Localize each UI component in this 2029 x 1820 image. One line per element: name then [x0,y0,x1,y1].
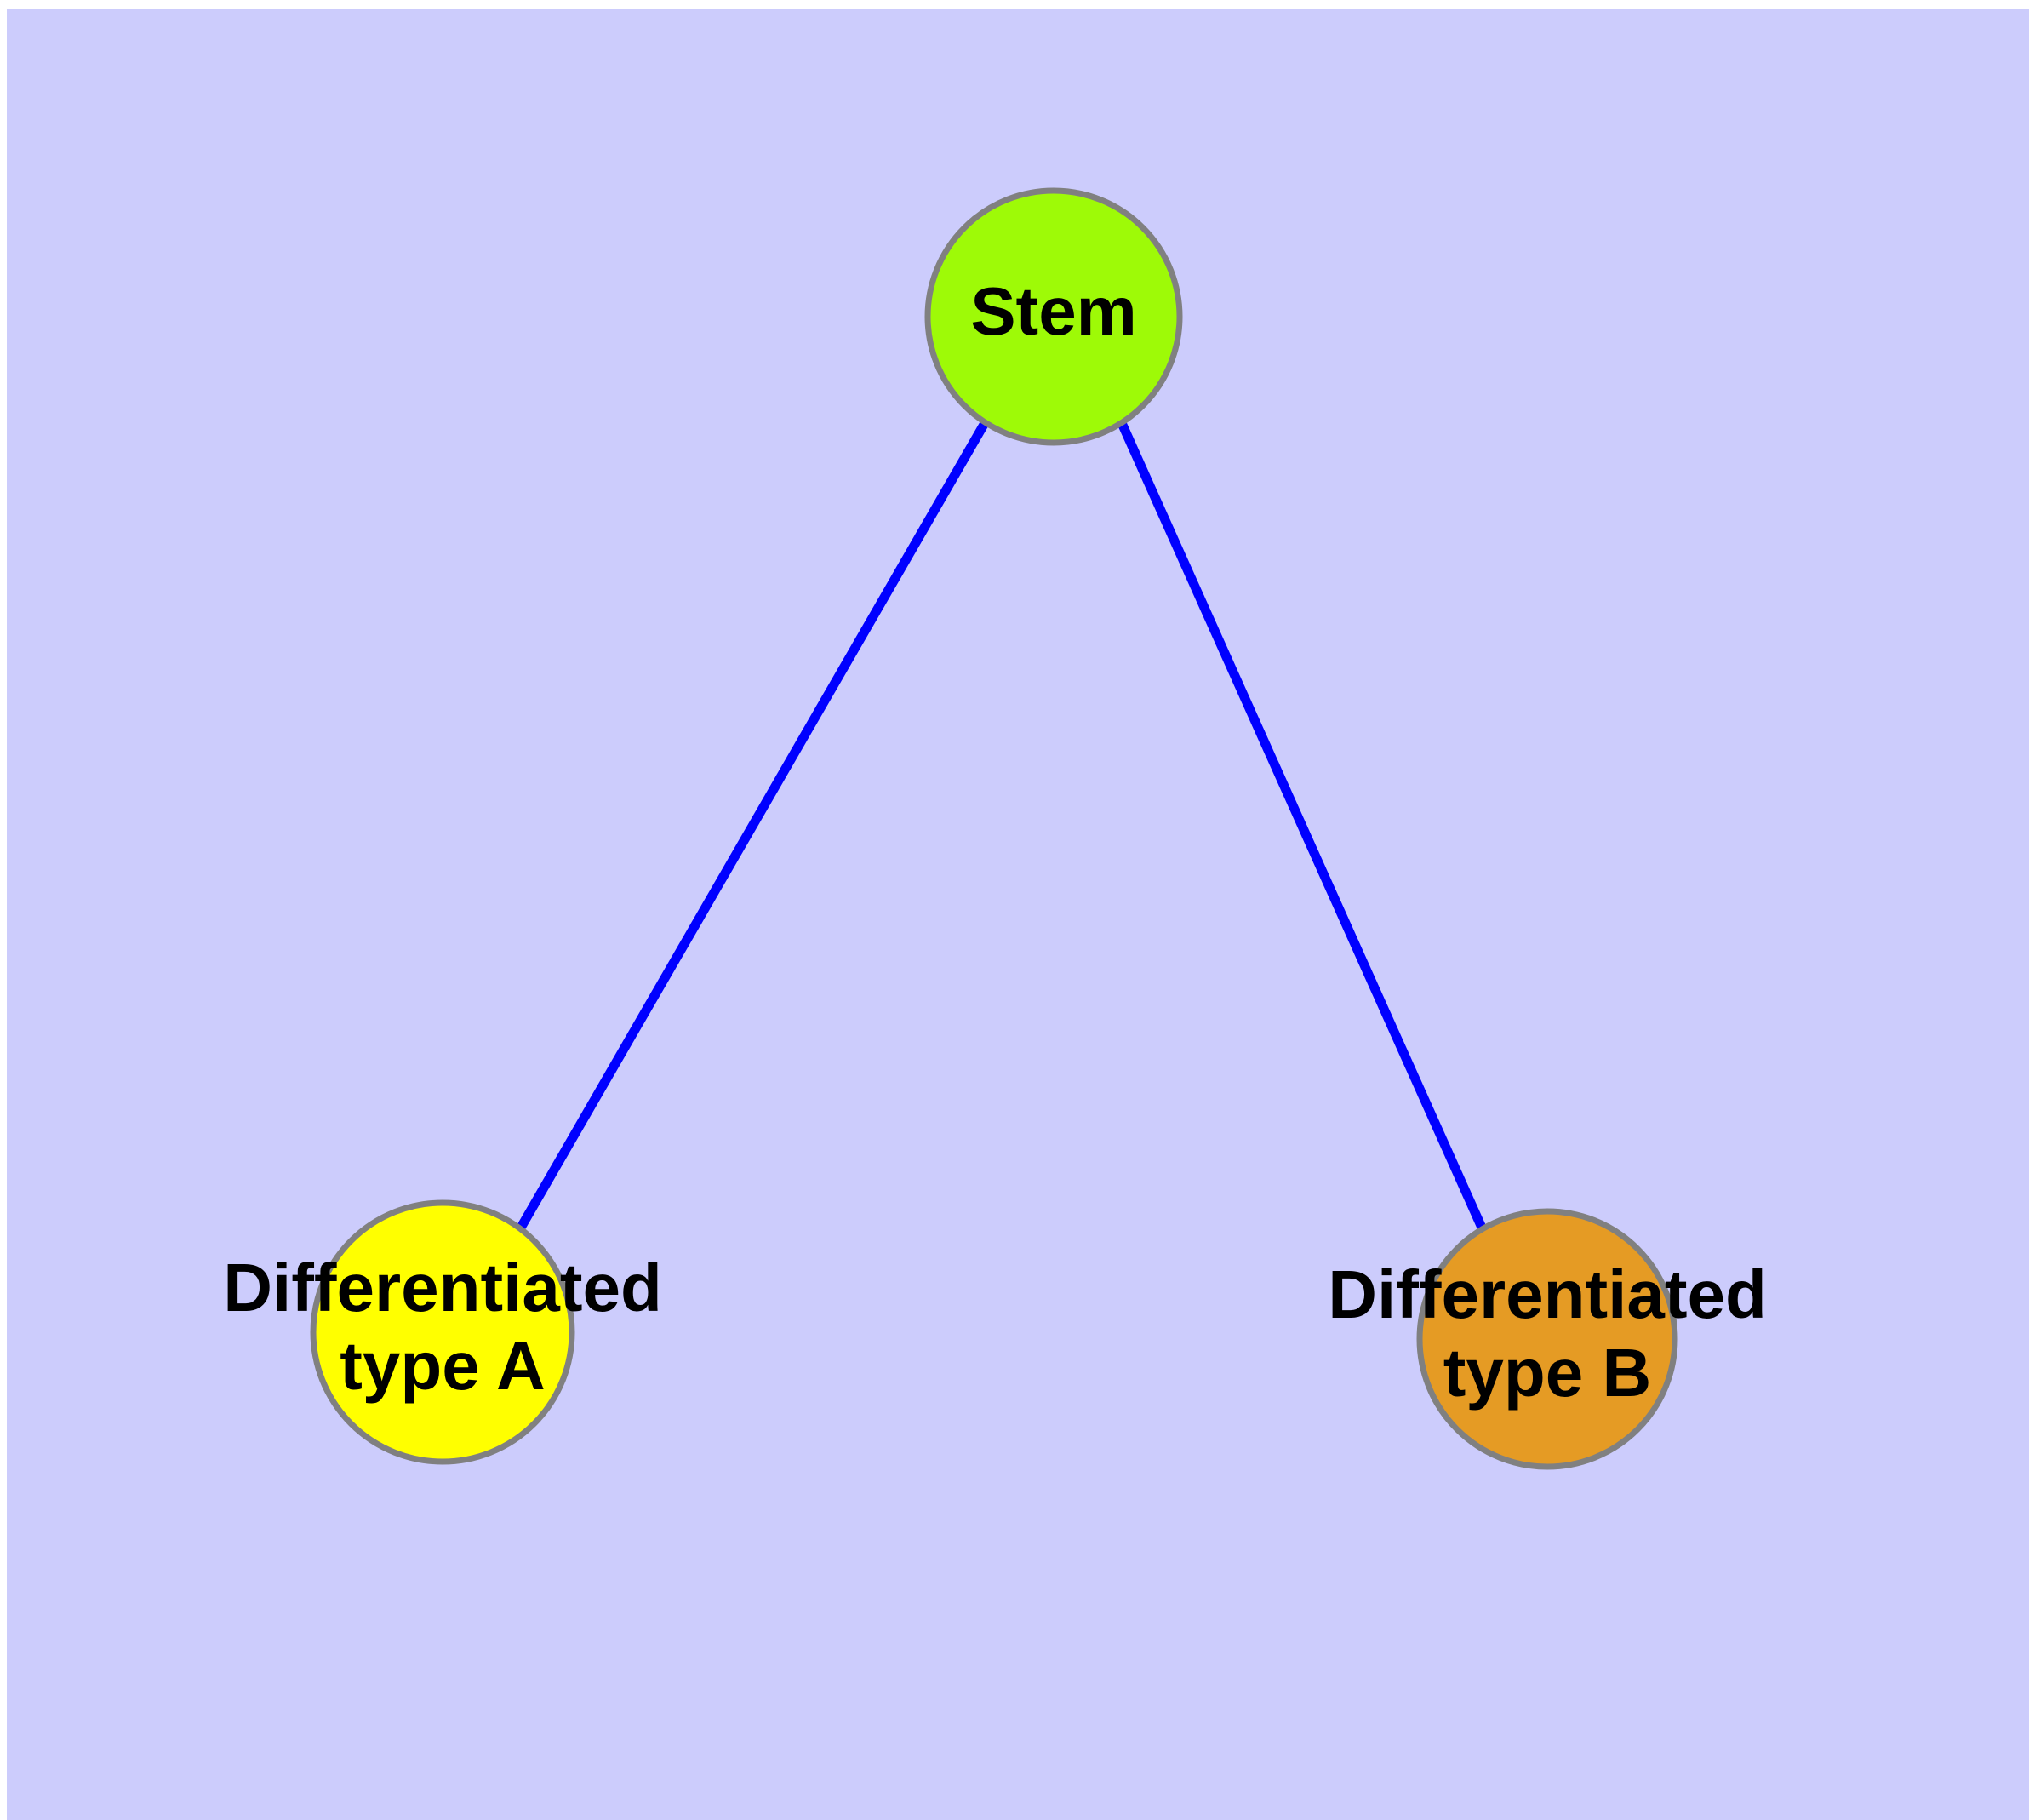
edge-stem-to-differentiated-type-b[interactable] [1117,421,1487,1230]
node-label-line: type B [1443,1335,1652,1411]
node-label-line: Differentiated [223,1250,662,1325]
node-stem-label: Stem [970,273,1137,349]
node-layer [310,187,1678,1470]
edge-stem-to-differentiated-type-a[interactable] [517,421,989,1230]
node-stem-circle[interactable] [924,187,1183,446]
node-label-line: Stem [970,273,1137,349]
edge-layer [517,421,1487,1230]
node-differentiated-type-b[interactable] [1416,1208,1678,1470]
node-differentiated-type-a-circle[interactable] [310,1199,575,1465]
node-differentiated-type-b-circle[interactable] [1416,1208,1678,1470]
node-label-line: Differentiated [1328,1256,1767,1332]
node-stem[interactable] [924,187,1183,446]
node-label-line: type A [340,1328,546,1404]
node-differentiated-type-a[interactable] [310,1199,575,1465]
